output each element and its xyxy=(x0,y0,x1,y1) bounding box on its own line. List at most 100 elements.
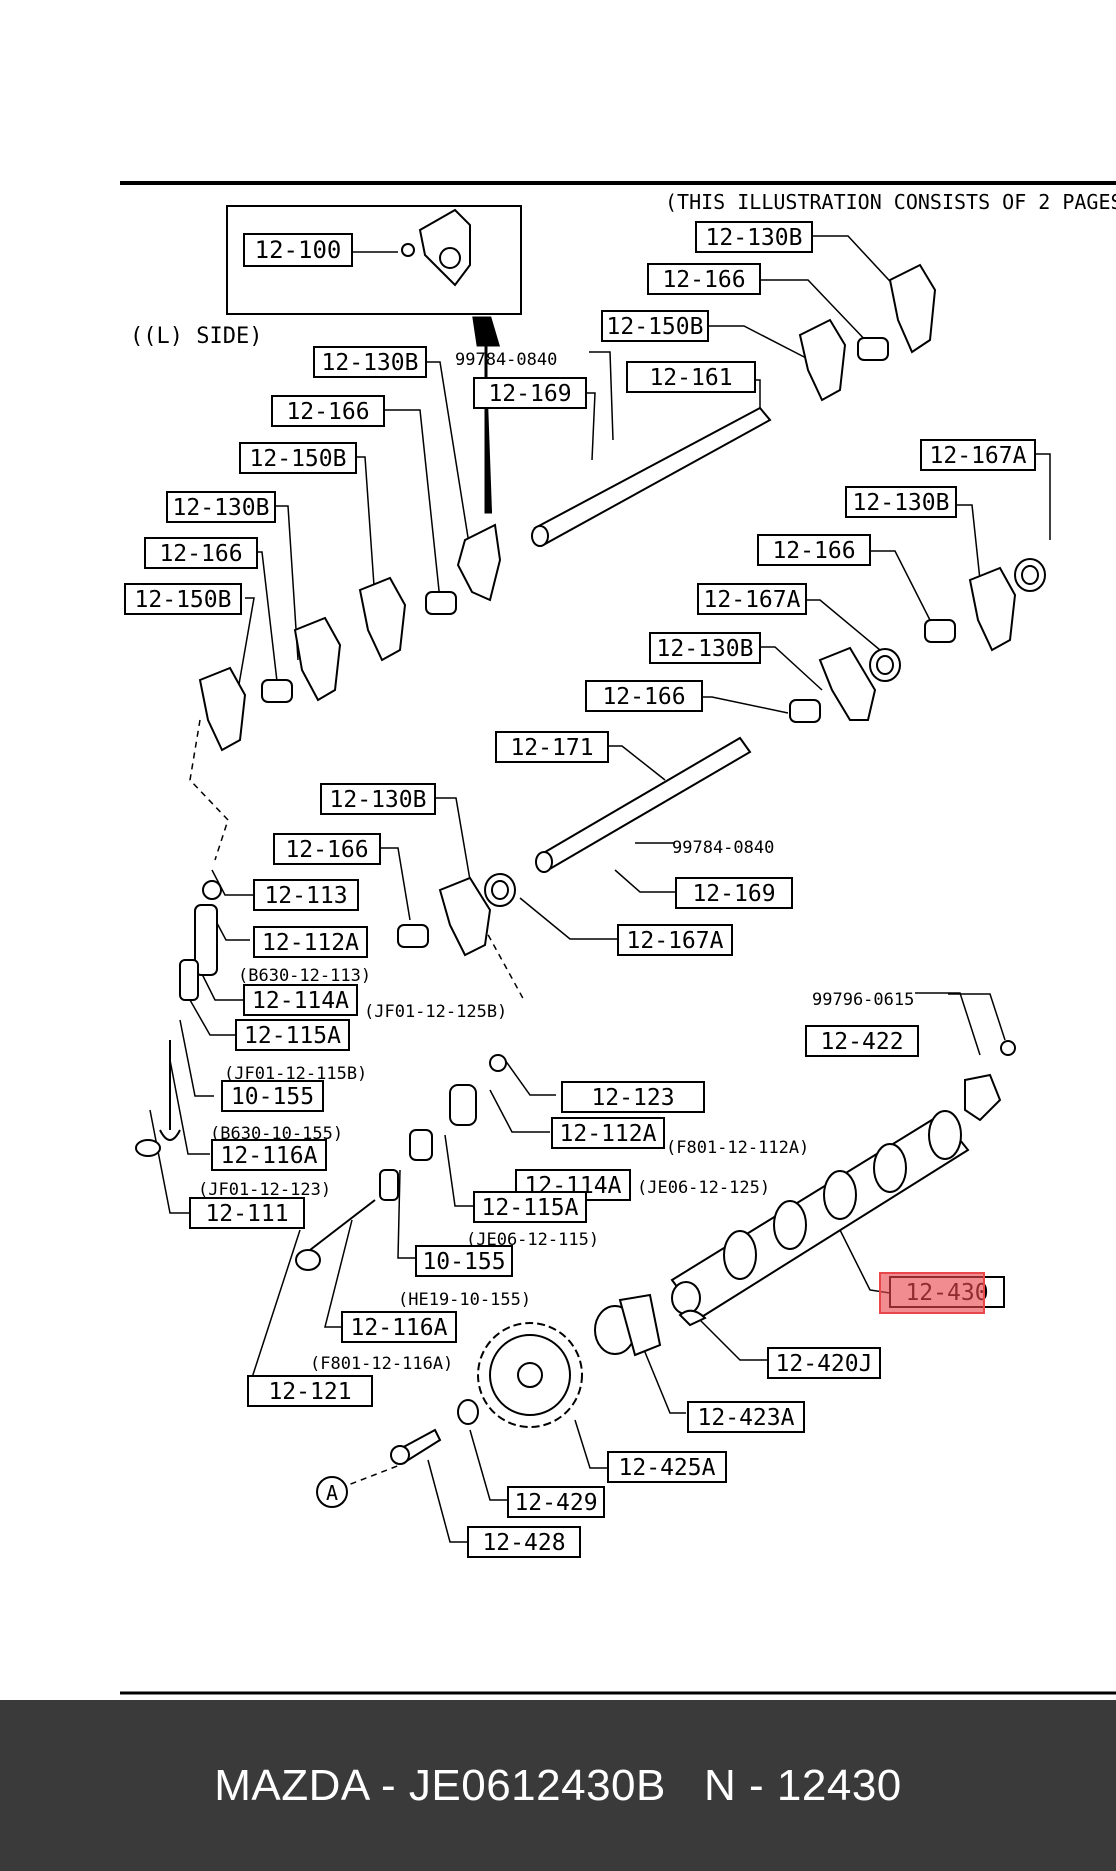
part-label-12-112a: 12-112A xyxy=(253,926,368,958)
part-label-12-166: 12-166 xyxy=(273,833,381,865)
camshaft-icon xyxy=(670,1110,970,1320)
part-label-text: 99784-0840 xyxy=(455,350,557,370)
part-label-text: (B630-12-113) xyxy=(238,966,371,986)
part-label-12-167a: 12-167A xyxy=(617,924,733,956)
part-label-12-423a: 12-423A xyxy=(687,1401,805,1433)
part-label-12-113: 12-113 xyxy=(253,879,359,911)
part-label-text: 12-116A xyxy=(221,1143,318,1169)
part-label-99784-0840: 99784-0840 xyxy=(455,350,557,370)
part-label-text: (F801-12-112A) xyxy=(666,1138,809,1158)
part-label-text: 10-155 xyxy=(422,1249,505,1275)
part-label-text: 12-167A xyxy=(930,443,1027,469)
part-label-text: (JF01-12-115B) xyxy=(224,1064,367,1084)
part-label-text: 12-428 xyxy=(482,1530,565,1556)
part-label-12-420j: 12-420J xyxy=(767,1347,881,1379)
arrow-from-inset xyxy=(472,316,501,514)
part-label-12-166: 12-166 xyxy=(144,537,258,569)
rocker-shaft-lower-icon xyxy=(535,736,752,873)
thrust-plate-icon xyxy=(964,1040,1016,1122)
part-label-text: 12-429 xyxy=(514,1490,597,1516)
part-label-text: (JF01-12-123) xyxy=(198,1180,331,1200)
part-label-text: 12-425A xyxy=(619,1455,716,1481)
part-label-12-115a: 12-115A xyxy=(235,1019,350,1051)
part-label-jf01-12-125b: (JF01-12-125B) xyxy=(364,1002,507,1022)
part-label-12-166: 12-166 xyxy=(647,263,761,295)
distributor-gear-icon xyxy=(594,1293,662,1357)
inset-part-label: 12-100 xyxy=(243,233,353,267)
rocker-arm-inset-icon xyxy=(401,208,471,287)
spring-icons xyxy=(261,337,956,948)
inset-box xyxy=(226,205,522,315)
part-label-text: (F801-12-116A) xyxy=(310,1354,453,1374)
part-label-he19-10-155: (HE19-10-155) xyxy=(398,1290,531,1310)
highlight-12-430 xyxy=(879,1272,985,1314)
parts-diagram: (THIS ILLUSTRATION CONSISTS OF 2 PAGES) … xyxy=(120,181,1116,1695)
part-label-12-150b: 12-150B xyxy=(239,442,357,474)
part-label-12-167a: 12-167A xyxy=(697,583,807,615)
part-label-text: 12-150B xyxy=(135,587,232,613)
part-label-12-171: 12-171 xyxy=(495,731,609,763)
part-label-text: 12-130B xyxy=(657,636,754,662)
leader-lines xyxy=(149,235,1051,1543)
part-label-12-169: 12-169 xyxy=(675,877,793,909)
part-label-text: 12-116A xyxy=(351,1315,448,1341)
part-label-jf01-12-123: (JF01-12-123) xyxy=(198,1180,331,1200)
part-label-12-130b: 12-130B xyxy=(320,783,436,815)
part-label-text: 12-130B xyxy=(322,350,419,376)
part-label-99796-0615: 99796-0615 xyxy=(812,990,914,1010)
key-icon xyxy=(678,1309,707,1327)
part-label-text: 12-166 xyxy=(662,267,745,293)
valve-assembly-icons xyxy=(135,880,507,1271)
part-label-text: 12-167A xyxy=(627,928,724,954)
part-label-12-166: 12-166 xyxy=(585,680,703,712)
part-label-12-166: 12-166 xyxy=(757,534,871,566)
part-label-text: 12-123 xyxy=(591,1085,674,1111)
part-label-text: 12-112A xyxy=(262,930,359,956)
part-label-f801-12-116a: (F801-12-116A) xyxy=(310,1354,453,1374)
part-label-12-116a: 12-116A xyxy=(341,1311,457,1343)
svg-text:A: A xyxy=(326,1481,338,1505)
part-label-text: 99796-0615 xyxy=(812,990,914,1010)
footer-bar: MAZDA - JE0612430B N - 12430 xyxy=(0,1700,1116,1871)
part-label-text: 12-114A xyxy=(252,988,349,1014)
part-label-text: 12-166 xyxy=(285,837,368,863)
part-label-text: 99784-0840 xyxy=(672,838,774,858)
part-label-12-150b: 12-150B xyxy=(601,310,709,342)
rocker-shaft-upper-icon xyxy=(531,406,772,547)
part-label-text: 12-420J xyxy=(776,1351,873,1377)
part-label-text: 12-130B xyxy=(706,225,803,251)
part-label-12-130b: 12-130B xyxy=(845,486,957,518)
part-label-text: 12-169 xyxy=(488,381,571,407)
part-label-text: (JE06-12-125) xyxy=(637,1178,770,1198)
part-label-text: 12-150B xyxy=(607,314,704,340)
part-label-text: 12-112A xyxy=(560,1121,657,1147)
part-label-text: 12-166 xyxy=(772,538,855,564)
part-label-99784-0840: 99784-0840 xyxy=(672,838,774,858)
part-label-12-114a: 12-114A xyxy=(243,984,358,1016)
part-label-text: 12-150B xyxy=(250,446,347,472)
part-label-12-429: 12-429 xyxy=(507,1486,605,1518)
part-label-12-422: 12-422 xyxy=(805,1025,919,1057)
bushing-icons xyxy=(484,558,1046,907)
part-label-text: 12-166 xyxy=(602,684,685,710)
part-label-jf01-12-115b: (JF01-12-115B) xyxy=(224,1064,367,1084)
part-label-text: 12-167A xyxy=(704,587,801,613)
part-label-12-123: 12-123 xyxy=(561,1081,705,1113)
part-label-text: 12-171 xyxy=(510,735,593,761)
part-label-12-130b: 12-130B xyxy=(649,632,761,664)
part-label-text: 12-130B xyxy=(330,787,427,813)
camshaft-pulley-icon xyxy=(477,1322,583,1428)
part-label-text: 12-115A xyxy=(244,1023,341,1049)
part-label-12-112a: 12-112A xyxy=(551,1117,665,1149)
part-label-text: 12-130B xyxy=(173,495,270,521)
part-label-12-150b: 12-150B xyxy=(124,583,242,615)
part-label-12-161: 12-161 xyxy=(626,361,756,393)
part-label-text: 12-166 xyxy=(159,541,242,567)
part-label-text: (JF01-12-125B) xyxy=(364,1002,507,1022)
part-label-text: 12-113 xyxy=(264,883,347,909)
header-note: (THIS ILLUSTRATION CONSISTS OF 2 PAGES) xyxy=(665,190,1116,214)
footer-part-info: MAZDA - JE0612430B N - 12430 xyxy=(214,1760,902,1810)
rocker-arm-icons xyxy=(198,263,1017,957)
part-label-12-121: 12-121 xyxy=(247,1375,373,1407)
part-label-b630-12-113: (B630-12-113) xyxy=(238,966,371,986)
